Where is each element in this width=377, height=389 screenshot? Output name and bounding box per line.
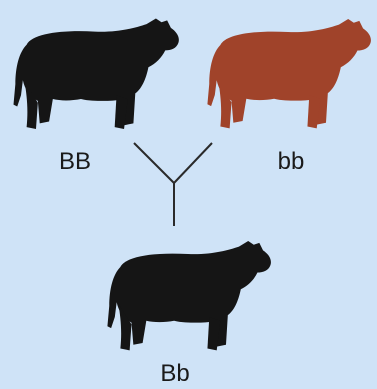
connector-right-arm (174, 143, 212, 183)
offspring-genotype-label: Bb (150, 362, 200, 386)
connector-left-arm (134, 143, 174, 183)
offspring-cow (100, 228, 276, 356)
cow-silhouette (107, 241, 271, 350)
black-cow-icon (100, 228, 276, 356)
